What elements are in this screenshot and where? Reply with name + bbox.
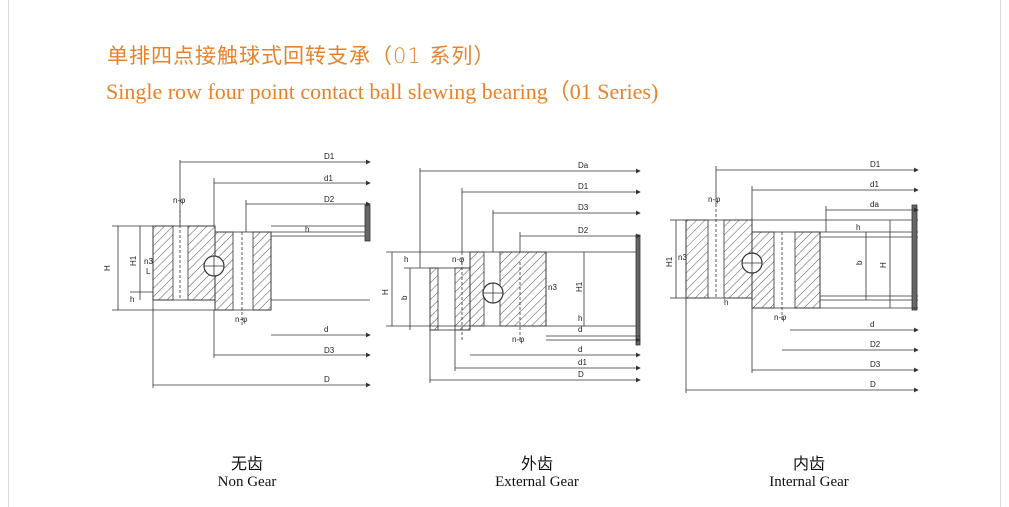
label-H: H [879, 262, 888, 268]
dim-D1: D1 [578, 182, 589, 191]
dim-D2: D2 [324, 195, 335, 204]
caption-external-gear: 外齿 External Gear [437, 450, 637, 491]
label-bolt-top: n-φ [173, 196, 185, 205]
dim-D3: D3 [324, 346, 335, 355]
label-H: H [381, 289, 390, 295]
label-H: H [103, 265, 112, 271]
title-english: Single row four point contact ball slewi… [106, 79, 659, 104]
non-gear-labels: D1 d1 D2 d D3 D n-φ n-φ H H1 n3 h h L [103, 152, 335, 384]
caption-non-gear-cn: 无齿 [230, 454, 263, 473]
internal-gear-drawing [670, 166, 919, 393]
label-H1: H1 [575, 281, 584, 292]
label-H1: H1 [665, 256, 674, 267]
label-bolt-top: n-φ [452, 255, 464, 264]
dim-Da: Da [578, 161, 589, 170]
dim-D2: D2 [578, 226, 589, 235]
label-L: L [146, 267, 151, 276]
caption-internal-gear-en: Internal Gear [769, 474, 849, 490]
dim-D: D [870, 380, 876, 389]
dim-d: d [324, 325, 328, 334]
dim-D1: D1 [324, 152, 335, 161]
left-border-line [8, 0, 9, 507]
label-n3: n3 [144, 257, 153, 266]
label-n3: n3 [548, 283, 557, 292]
external-gear-labels: Da D1 D3 D2 d d d1 D n-φ n-φ H b h H1 n3… [381, 161, 589, 379]
dim-d: d [870, 320, 874, 329]
external-gear-drawing [386, 168, 641, 383]
caption-non-gear: 无齿 Non Gear [147, 450, 347, 491]
label-bolt-bottom: n-φ [774, 313, 786, 322]
dim-D: D [324, 375, 330, 384]
dim-d-b: d [578, 345, 582, 354]
label-bolt-bottom: n-φ [235, 315, 247, 324]
non-gear-drawing [112, 159, 371, 388]
label-h-bottom: h [130, 295, 134, 304]
dim-d1: d1 [324, 174, 333, 183]
dim-D: D [578, 370, 584, 379]
label-b: b [400, 295, 409, 300]
dim-D2: D2 [870, 340, 881, 349]
label-h-top: h [305, 225, 309, 234]
dim-da: da [870, 200, 879, 209]
caption-non-gear-en: Non Gear [217, 474, 277, 490]
label-h-bottom: h [578, 314, 582, 323]
caption-internal-gear: 内齿 Internal Gear [709, 450, 909, 491]
label-n3: n3 [678, 253, 687, 262]
label-b: b [855, 260, 864, 265]
dim-D3: D3 [870, 360, 881, 369]
label-h-bottom: h [724, 298, 728, 307]
label-h-top: h [856, 223, 860, 232]
caption-external-gear-en: External Gear [495, 474, 579, 490]
dim-d-a: d [578, 325, 582, 334]
caption-external-gear-cn: 外齿 [520, 454, 553, 473]
label-h-top: h [404, 255, 408, 264]
dim-d1: d1 [578, 358, 587, 367]
dim-D3: D3 [578, 203, 589, 212]
dim-D1: D1 [870, 160, 881, 169]
label-bolt-bottom: n-φ [512, 335, 524, 344]
right-border-line [1000, 0, 1001, 507]
internal-gear-labels: D1 d1 da d D2 D3 D n-φ n-φ H1 n3 h b H h [665, 160, 888, 389]
dim-d1: d1 [870, 180, 879, 189]
label-bolt-top: n-φ [708, 195, 720, 204]
label-H1: H1 [129, 255, 138, 266]
caption-internal-gear-cn: 内齿 [792, 454, 825, 473]
title-chinese: 单排四点接触球式回转支承（01 系列） [107, 44, 496, 68]
